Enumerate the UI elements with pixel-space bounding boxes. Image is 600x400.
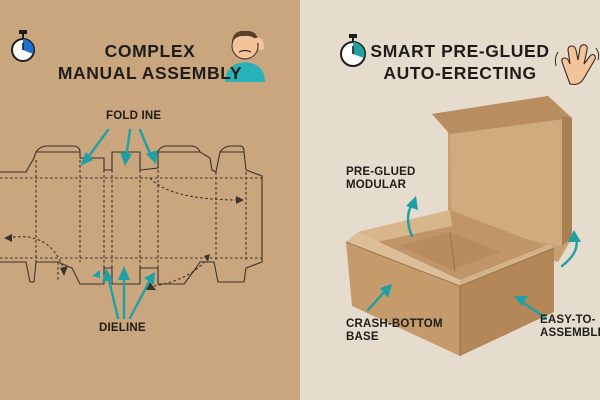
pre-glued-label: PRE-GLUED MODULAR [346,166,416,192]
right-graphics [340,34,600,356]
left-title-line2: MANUAL ASSEMBLY [57,63,243,83]
crash-bottom-line2: BASE [346,331,379,343]
stopwatch-icon [340,34,366,67]
left-graphics [0,30,265,320]
stopwatch-icon [11,30,35,62]
left-title: COMPLEX MANUAL ASSEMBLY [50,40,250,84]
crash-bottom-label: CRASH-BOTTOM BASE [346,318,443,344]
crash-bottom-line1: CRASH-BOTTOM [346,318,443,330]
crash-bottom-arrow [366,284,392,312]
dieline-drawing [0,145,263,290]
right-title-line2: AUTO-ERECTING [383,63,537,83]
fold-arrows [80,128,158,166]
right-panel: SMART PRE-GLUED AUTO-ERECTING PRE-GLUED … [300,0,600,400]
dieline-label: DIELINE [99,322,146,334]
easy-assemble-arrow-top [560,230,581,268]
cardboard-box [345,96,572,356]
pre-glued-arrow [406,196,418,238]
easy-assemble-label: EASY-TO- ASSEMBLE [540,314,600,340]
pre-glued-line1: PRE-GLUED [346,166,416,178]
left-title-line1: COMPLEX [104,41,196,61]
dieline-arrows [102,266,155,320]
pre-glued-line2: MODULAR [346,179,407,191]
easy-assemble-arrow [514,296,548,320]
waving-hand-icon [554,44,600,85]
left-panel: COMPLEX MANUAL ASSEMBLY FOLD INE DIELINE [0,0,300,400]
right-title: SMART PRE-GLUED AUTO-ERECTING [360,40,560,84]
frustrated-person-icon [225,30,265,82]
easy-assemble-line1: EASY-TO- [540,314,596,326]
right-title-line1: SMART PRE-GLUED [370,41,550,61]
fold-line-label: FOLD INE [106,110,162,122]
easy-assemble-line2: ASSEMBLE [540,327,600,339]
